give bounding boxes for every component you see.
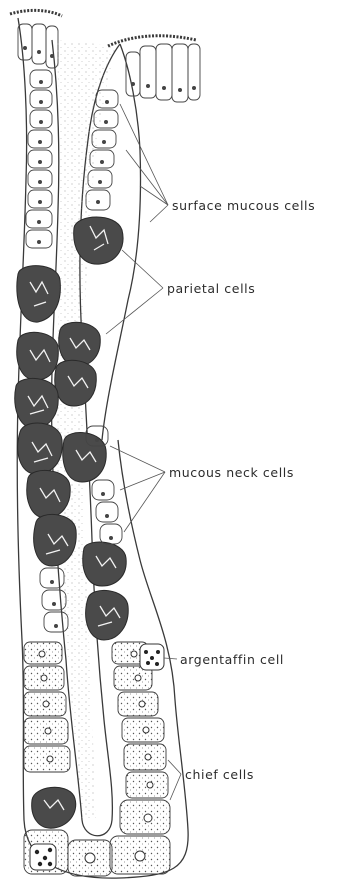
label-argentaffin-cell: argentaffin cell [180, 652, 284, 667]
label-surface-mucous-cells: surface mucous cells [172, 198, 315, 213]
label-mucous-neck-cells: mucous neck cells [169, 465, 294, 480]
label-chief-cells: chief cells [185, 767, 254, 782]
label-parietal-cells: parietal cells [167, 281, 255, 296]
